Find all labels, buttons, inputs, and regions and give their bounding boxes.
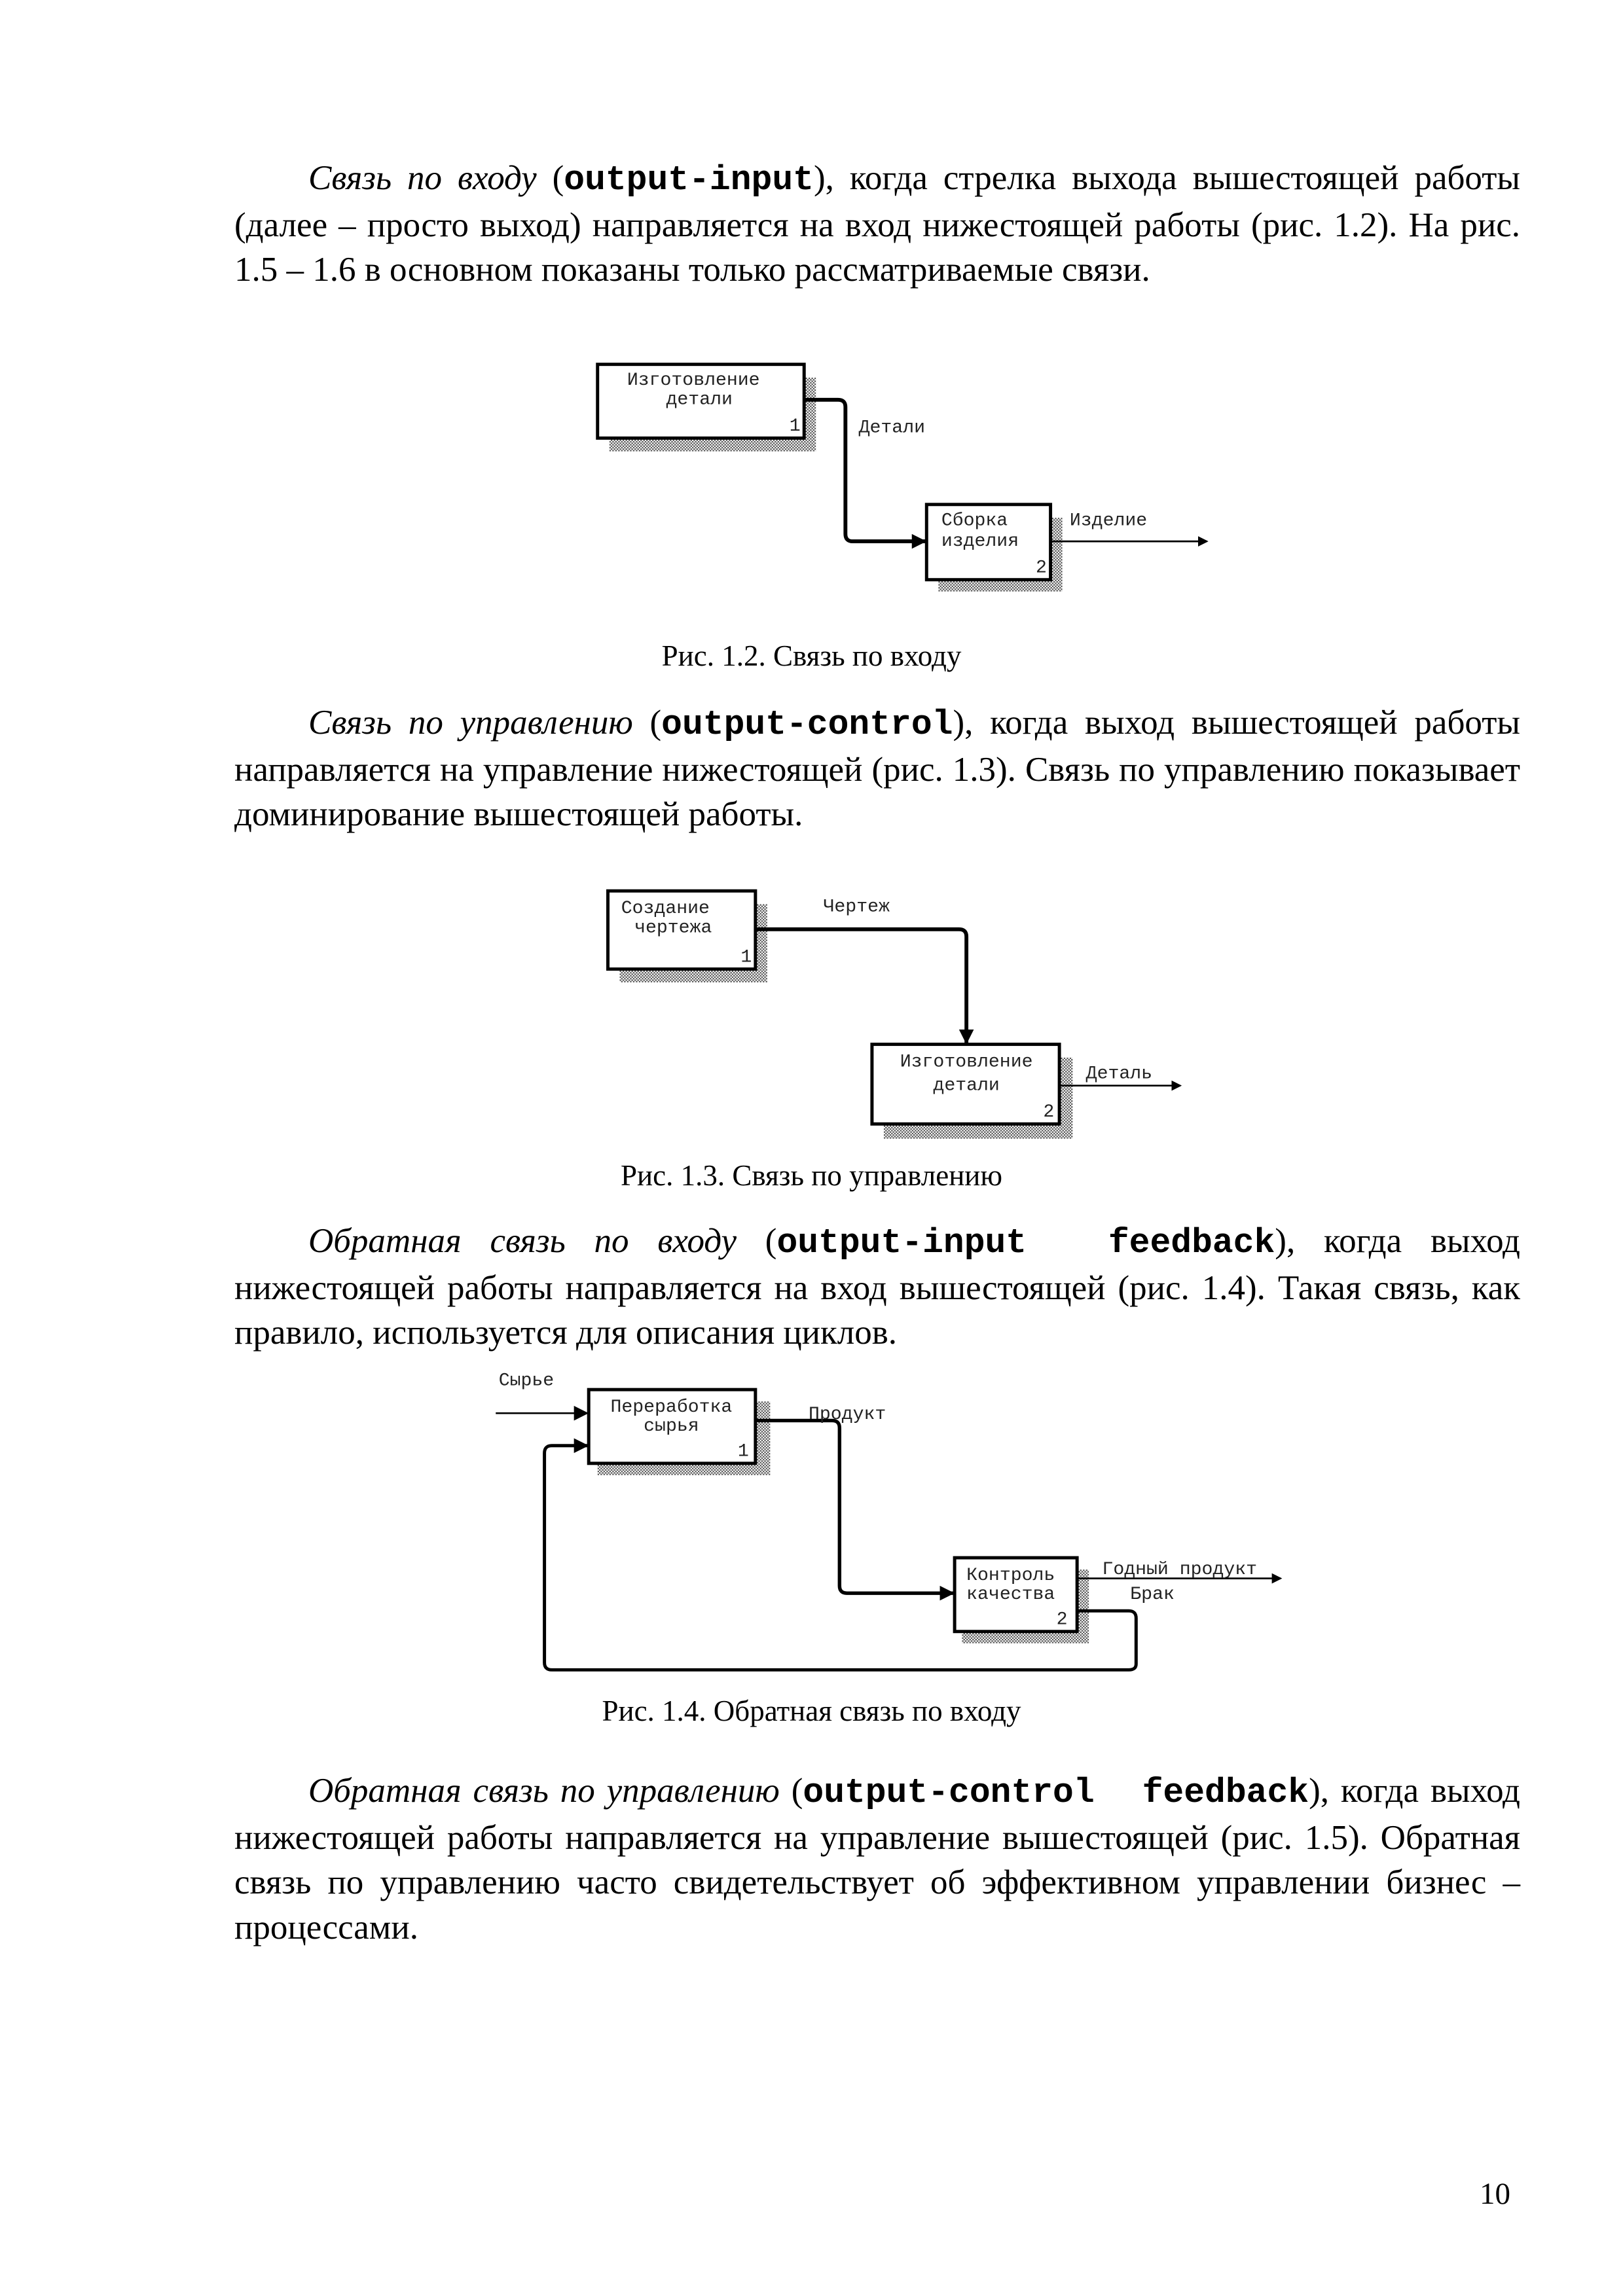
paragraph-output-control-feedback: Обратная связь по управлению (output-con… (234, 1768, 1520, 1950)
paragraph-output-input: Связь по входу (output-input), когда стр… (234, 156, 1520, 293)
code-term: output-control feedback (803, 1773, 1309, 1812)
box2-line1: Контроль (966, 1566, 1055, 1586)
open-paren: ( (736, 1222, 777, 1260)
box2-line1: Сборка (941, 511, 1008, 531)
arrow-output-input (804, 397, 927, 549)
activity-box-1 (606, 889, 757, 971)
paragraph-text: когда выход нижестоящей работы направляе… (234, 1772, 1521, 1946)
figure-1-2-diagram: Изготовление детали 1 Сборка изделия 2 Д… (596, 363, 1209, 592)
box1-number: 1 (790, 416, 801, 437)
paragraph-output-input-feedback: Обратная связь по входу (output-input fe… (234, 1219, 1520, 1355)
arrow-output-control (755, 927, 974, 1045)
arrow-label-link: Детали (859, 418, 925, 438)
arrow-label-feedback: Брак (1130, 1585, 1175, 1605)
box1-line2: чертежа (634, 918, 712, 938)
activity-box-1 (587, 1388, 757, 1465)
box2-number: 2 (1036, 558, 1047, 578)
close-paren: ), (1275, 1222, 1324, 1260)
box2-line2: изделия (941, 531, 1019, 552)
box1-number: 1 (738, 1442, 749, 1462)
figure-caption: Рис. 1.3. Связь по управлению (620, 1159, 1002, 1192)
box1-number: 1 (740, 947, 752, 967)
open-paren: ( (536, 159, 564, 197)
arrow-feedback (543, 1438, 1138, 1672)
box1-line1: Переработка (610, 1397, 732, 1418)
term: Обратная связь по входу (308, 1222, 737, 1260)
close-paren: ), (953, 704, 991, 742)
box1-line1: Создание (621, 899, 710, 919)
term: Связь по управлению (308, 704, 633, 742)
paragraph-text: когда выход нижестоящей работы направляе… (234, 1222, 1521, 1352)
arrow-label-link: Продукт (809, 1405, 886, 1425)
box1-line1: Изготовление (627, 370, 760, 391)
close-paren: ), (813, 159, 850, 197)
box2-line1: Изготовление (900, 1052, 1033, 1072)
box2-line2: детали (933, 1075, 999, 1096)
paragraph-text: когда стрелка выхода вышестоящей работы … (234, 159, 1521, 289)
figure-caption: Рис. 1.2. Связь по входу (661, 639, 962, 672)
box1-line2: детали (666, 390, 733, 410)
box2-line2: качества (966, 1585, 1055, 1605)
arrow-label-output: Годный продукт (1102, 1560, 1257, 1580)
arrow-label-link: Чертеж (824, 897, 890, 918)
box1-line2: сырья (644, 1416, 699, 1437)
box2-number: 2 (1043, 1102, 1054, 1122)
open-paren: ( (632, 704, 662, 742)
figure-caption: Рис. 1.4. Обратная связь по входу (602, 1695, 1021, 1727)
paragraph-output-control: Связь по управлению (output-control), ко… (234, 700, 1520, 837)
arrow-label-output: Деталь (1086, 1064, 1152, 1084)
figure-1-4-diagram: Переработка сырья 1 Контроль качества 2 … (496, 1371, 1283, 1672)
code-term: output-input (564, 160, 814, 200)
arrow-label-output: Изделие (1070, 511, 1147, 531)
activity-box-2 (870, 1043, 1061, 1126)
box2-number: 2 (1057, 1609, 1068, 1630)
term: Связь по входу (308, 159, 537, 197)
paragraph-text: когда выход вышестоящей работы направляе… (234, 704, 1520, 833)
code-term: output-control (661, 705, 953, 744)
page-number: 10 (1480, 2177, 1510, 2211)
code-term: output-input feedback (776, 1223, 1275, 1263)
activity-box-2 (953, 1556, 1079, 1634)
close-paren: ), (1309, 1772, 1341, 1810)
arrow-output-input (755, 1418, 955, 1601)
figure-1-3-diagram: Создание чертежа 1 Изготовление детали 2… (606, 889, 1182, 1139)
open-paren: ( (779, 1772, 803, 1810)
term: Обратная связь по управлению (308, 1772, 780, 1810)
arrow-label-input: Сырье (499, 1371, 554, 1391)
